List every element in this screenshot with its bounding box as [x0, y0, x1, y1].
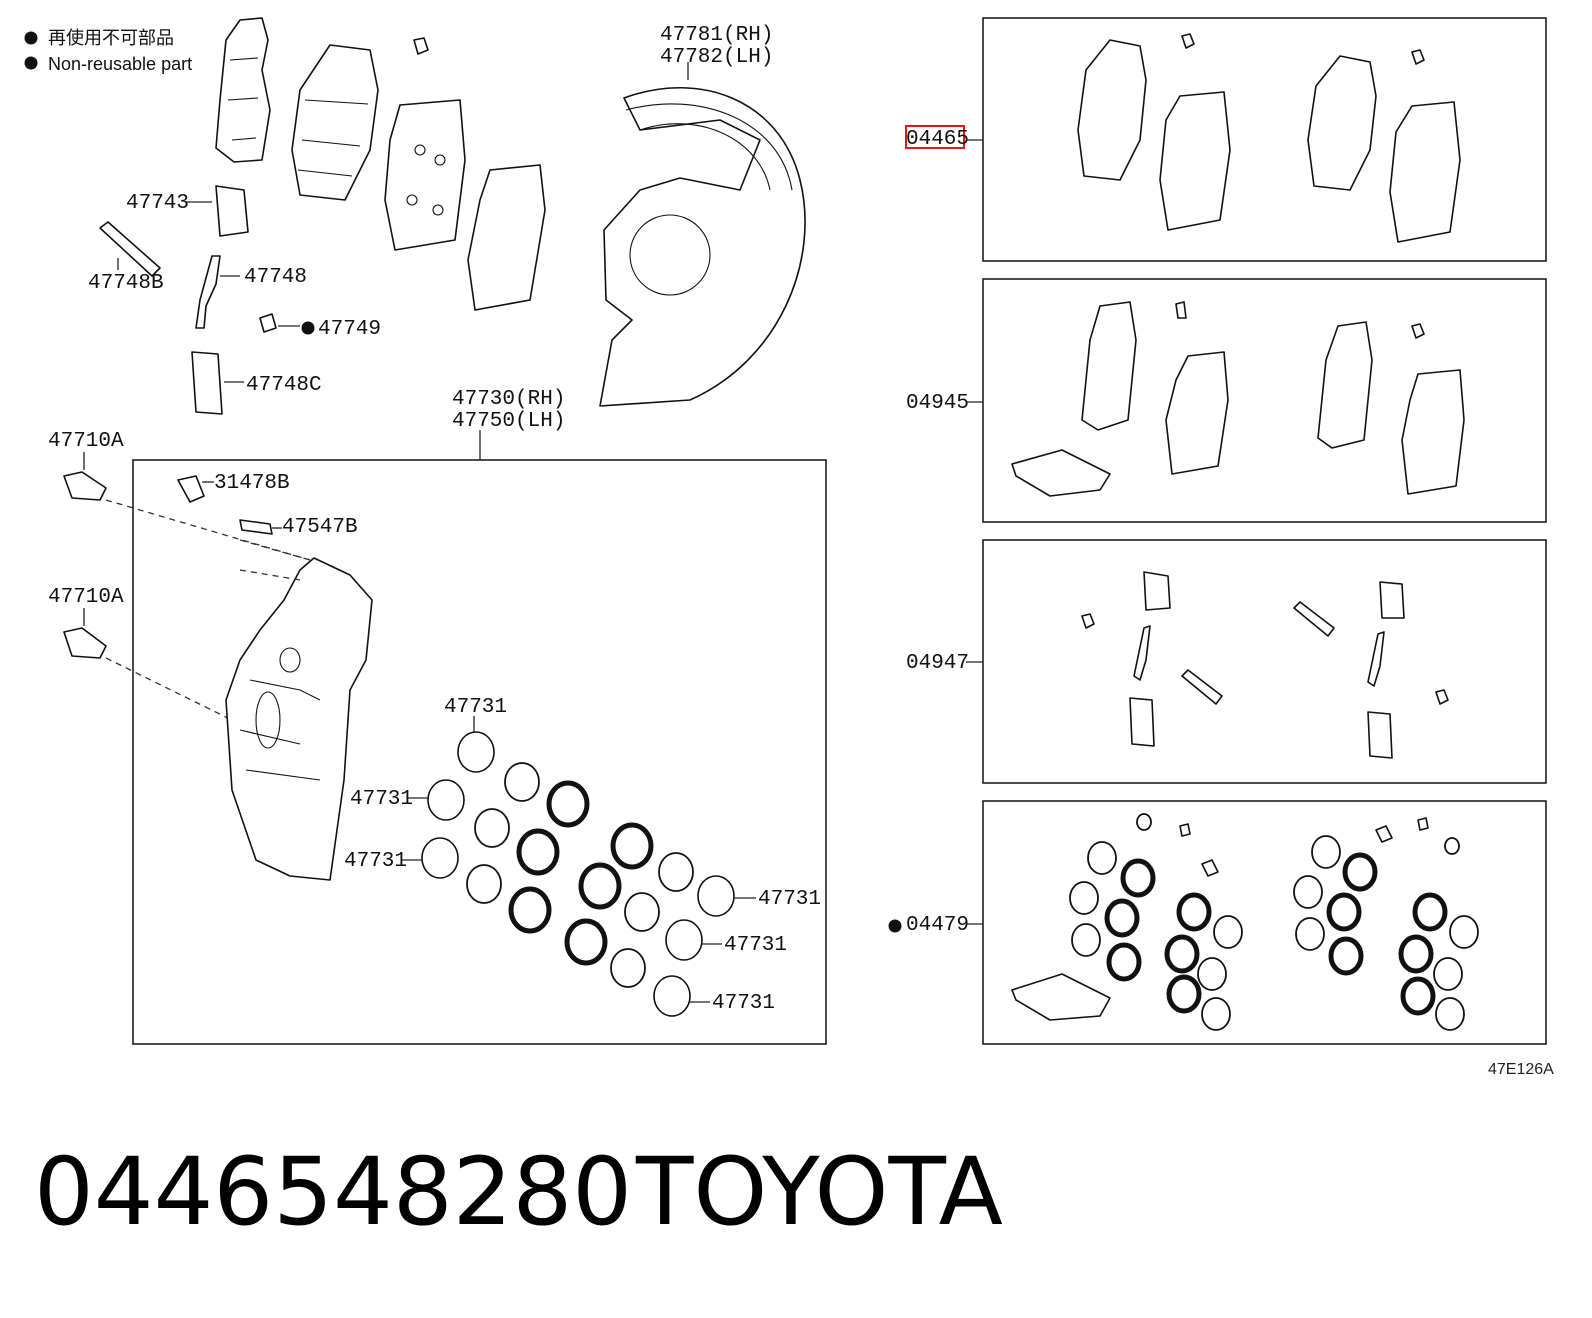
label-shield-lh: 47782(LH): [660, 46, 773, 69]
label-piston-4: 47731: [758, 888, 821, 911]
kit-04465-code: 04465: [906, 128, 969, 151]
label-piston-3: 47731: [344, 850, 407, 873]
label-47743: 47743: [126, 192, 189, 215]
legend-jp: 再使用不可部品: [48, 28, 174, 48]
caption-brand: TOYOTA: [635, 1138, 1003, 1247]
caliper-assembly-box: [132, 459, 827, 1045]
kit-04947-code: 04947: [906, 652, 969, 675]
pad-shim-group: [215, 17, 546, 311]
kit-04465[interactable]: 04465: [905, 17, 1547, 262]
non-reusable-bullet-icon: [888, 919, 902, 933]
non-reusable-bullet-icon: [24, 31, 38, 45]
caliper-body: [177, 475, 373, 881]
label-caliper-lh: 47750(LH): [452, 410, 565, 433]
label-47748c: 47748C: [246, 374, 322, 397]
pistons-seals: [402, 716, 756, 1017]
caption-part-number: 0446548280: [34, 1138, 632, 1247]
dust-shield: [599, 86, 806, 407]
label-47710a-upper: 47710A: [48, 430, 124, 453]
leader-lines: [117, 62, 689, 460]
label-47748b: 47748B: [88, 272, 164, 295]
kit-04479[interactable]: 04479: [888, 800, 1547, 1045]
legend: 再使用不可部品 Non-reusable part: [24, 28, 192, 74]
kit-04479-code: 04479: [906, 914, 969, 937]
kit-04945-code: 04945: [906, 392, 969, 415]
label-piston-2: 47731: [350, 788, 413, 811]
label-47547b: 47547B: [282, 516, 358, 539]
label-caliper-rh: 47730(RH): [452, 388, 565, 411]
kit-04947[interactable]: 04947: [906, 539, 1547, 784]
label-47749: 47749: [318, 318, 381, 341]
legend-en: Non-reusable part: [48, 54, 192, 74]
label-piston-1: 47731: [444, 696, 507, 719]
label-31478b: 31478B: [214, 472, 290, 495]
label-47748: 47748: [244, 266, 307, 289]
label-47710a-lower: 47710A: [48, 586, 124, 609]
non-reusable-bullet-icon: [24, 56, 38, 70]
hardware-group: [99, 185, 277, 415]
kit-04465-highlight: [905, 125, 965, 149]
label-shield-rh: 47781(RH): [660, 24, 773, 47]
non-reusable-bullet-icon: [301, 321, 315, 335]
diagram-code: 47E126A: [1488, 1061, 1554, 1078]
label-piston-6: 47731: [712, 992, 775, 1015]
kit-04945[interactable]: 04945: [906, 278, 1547, 523]
label-piston-5: 47731: [724, 934, 787, 957]
